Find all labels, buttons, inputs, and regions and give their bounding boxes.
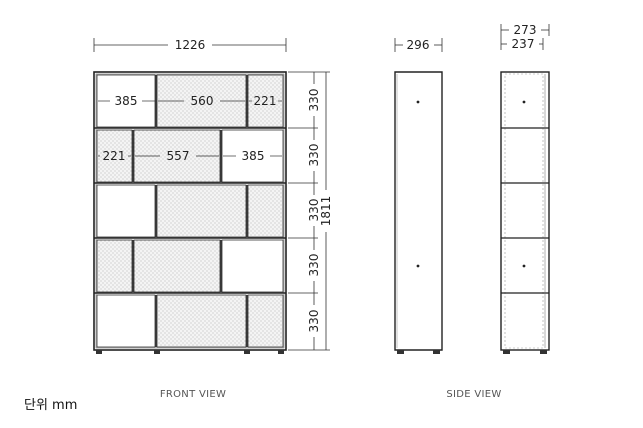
front-feet xyxy=(96,350,284,354)
row-height-2: 330 xyxy=(307,144,321,167)
front-width-label: 1226 xyxy=(175,38,206,52)
row2-dim-3: 385 xyxy=(242,149,265,163)
side-view-label: SIDE VIEW xyxy=(446,389,501,400)
row1-dim-3: 221 xyxy=(254,94,277,108)
side-depth-label: 296 xyxy=(407,38,430,52)
side-view-section: 273 237 xyxy=(500,23,550,354)
row-height-4: 330 xyxy=(307,254,321,277)
front-view: 1226 xyxy=(93,38,333,400)
row-height-1: 330 xyxy=(307,89,321,112)
side-screw-top xyxy=(416,100,420,104)
row-height-3: 330 xyxy=(307,199,321,222)
front-width-dimension xyxy=(93,38,287,52)
unit-label: 단위 mm xyxy=(24,398,77,413)
side-screw-bottom xyxy=(416,264,420,268)
front-frame xyxy=(93,71,287,351)
side-panel xyxy=(394,71,443,351)
row-height-5: 330 xyxy=(307,310,321,333)
side-inner-width-label: 237 xyxy=(512,37,535,51)
shelf-boards xyxy=(94,127,286,294)
row1-dim-1: 385 xyxy=(115,94,138,108)
front-row-4 xyxy=(96,239,284,293)
side-outer-width-label: 273 xyxy=(514,23,537,37)
front-row-2: 221 557 385 xyxy=(96,129,284,183)
front-row-5 xyxy=(96,294,284,348)
row1-dim-2: 560 xyxy=(191,94,214,108)
front-row-1: 385 560 221 xyxy=(96,74,284,128)
row2-dim-1: 221 xyxy=(103,149,126,163)
front-row-3 xyxy=(96,184,284,238)
total-height-label: 1811 xyxy=(319,196,333,227)
front-view-label: FRONT VIEW xyxy=(160,389,226,400)
side-view-outer: 296 xyxy=(394,38,443,354)
row2-dim-2: 557 xyxy=(167,149,190,163)
front-height-dimensions xyxy=(288,71,330,351)
